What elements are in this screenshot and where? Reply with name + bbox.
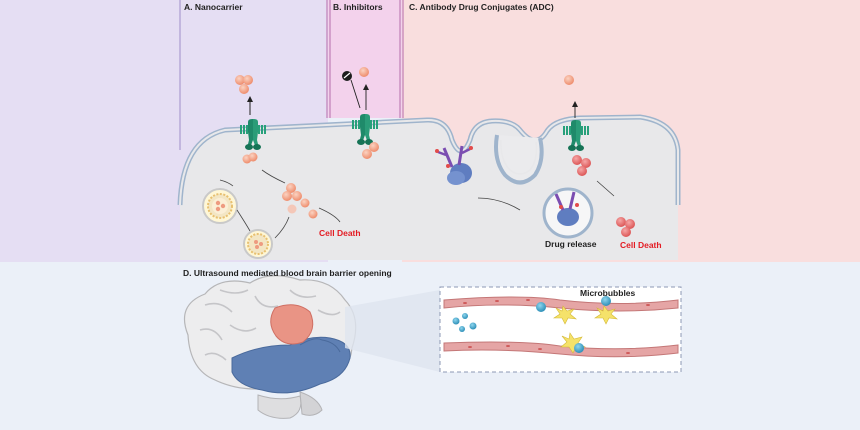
panel-d-title: D. Ultrasound mediated blood brain barri… [183,268,392,278]
brain-icon [183,275,357,419]
microbubble-icon [452,296,611,353]
panel-a-title: A. Nanocarrier [184,2,243,12]
nanoparticle-icon [235,75,253,94]
blood-vessel-icon [443,296,679,358]
microbubbles-label: Microbubbles [580,288,636,298]
cell-death-label-a: Cell Death [319,228,361,238]
inhibitor-icon [342,71,352,81]
panel-a-left-background [0,0,180,262]
panel-c-title: C. Antibody Drug Conjugates (ADC) [409,2,554,12]
liposome-icon [243,229,273,259]
nanoparticle-icon [564,75,574,85]
cell-death-label-c: Cell Death [620,240,662,250]
drug-release-label: Drug release [545,239,597,249]
panel-b-title: B. Inhibitors [333,2,383,12]
antibody-icon [435,145,473,185]
tumor [270,304,314,345]
nanoparticle-icon [359,67,369,77]
panel-b-background [328,0,402,118]
liposome-icon [202,188,238,224]
